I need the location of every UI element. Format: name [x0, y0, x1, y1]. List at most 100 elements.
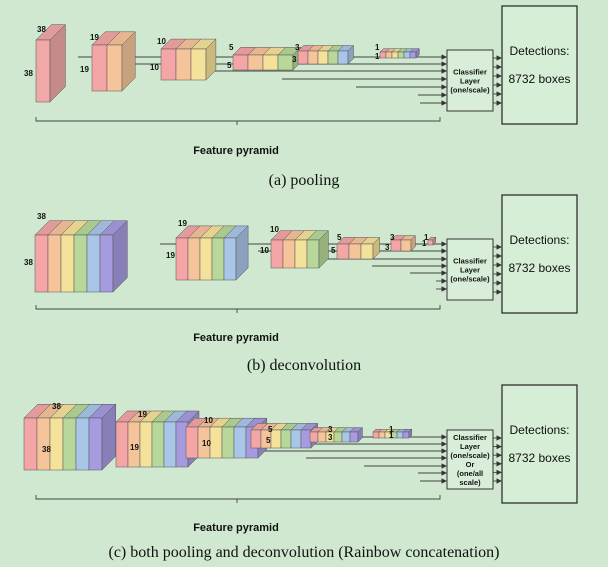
classifier-box	[446, 49, 494, 112]
feature-map-slice	[360, 243, 374, 260]
feature-map-slice	[115, 421, 129, 468]
classifier-label: (one/all	[457, 469, 483, 478]
feature-map-slice	[139, 421, 153, 468]
height-label: 19	[80, 65, 89, 74]
feature-map-slice	[233, 426, 247, 459]
feature-map-side	[347, 44, 354, 65]
feature-map-slice	[232, 54, 249, 71]
height-label: 1	[389, 431, 394, 440]
detections-title: Detections:	[509, 233, 569, 247]
feature-map-slice	[317, 431, 327, 443]
panel-0: 383819191010553311ClassifierLayer(one/sc…	[24, 5, 578, 157]
feature-map-slice	[396, 431, 404, 439]
feature-map-slice	[49, 417, 64, 471]
height-label: 19	[166, 251, 175, 260]
feature-map-slice	[151, 421, 165, 468]
feature-map-slice	[403, 51, 411, 59]
feature-map-1: 11	[372, 425, 413, 440]
feature-map-slice	[175, 237, 189, 281]
width-label: 38	[52, 402, 61, 411]
feature-map-slice	[247, 54, 264, 71]
feature-map-slice	[99, 234, 114, 293]
feature-map-slice	[36, 417, 51, 471]
feature-map-slice	[280, 429, 292, 449]
width-label: 19	[178, 219, 187, 228]
feature-map-slice	[397, 51, 405, 59]
feature-map-3: 33	[292, 43, 355, 65]
pyramid-bracket	[35, 117, 441, 125]
feature-map-side	[408, 428, 412, 439]
height-label: 10	[150, 63, 159, 72]
feature-map-slice	[209, 426, 223, 459]
feature-map-slice	[379, 51, 387, 59]
feature-map-slice	[378, 431, 386, 439]
height-label: 38	[42, 445, 51, 454]
feature-map-slice	[262, 54, 279, 71]
classifier-label: Or	[466, 460, 475, 469]
detections-count: 8732 boxes	[508, 451, 570, 465]
height-label: 38	[24, 69, 33, 78]
detections-title: Detections:	[509, 44, 569, 58]
feature-map-slice	[349, 431, 359, 443]
feature-map-slice	[34, 234, 49, 293]
feature-map-slice	[294, 239, 308, 269]
height-label: 19	[130, 443, 139, 452]
feature-map-3: 33	[309, 425, 364, 443]
feature-map-side	[235, 225, 249, 281]
feature-map-slice	[306, 239, 320, 269]
detections-title: Detections:	[509, 423, 569, 437]
height-label: 5	[266, 436, 271, 445]
feature-map-slice	[300, 429, 312, 449]
width-label: 5	[268, 425, 273, 434]
detections-box	[501, 194, 578, 314]
height-label: 38	[24, 258, 33, 267]
panel-1: 383819191010553311ClassifierLayer(one/sc…	[24, 194, 578, 344]
height-label: 1	[422, 239, 427, 248]
feature-map-slice	[250, 429, 262, 449]
feature-map-side	[372, 236, 380, 260]
feature-map-slice	[277, 54, 294, 71]
feature-map-slice	[47, 234, 62, 293]
feature-map-slice	[341, 431, 351, 443]
width-label: 10	[157, 37, 166, 46]
classifier-label: Classifier	[453, 257, 487, 266]
width-label: 5	[229, 43, 234, 52]
feature-map-side	[432, 236, 436, 246]
feature-map-slice	[307, 50, 319, 65]
classifier-label: Classifier	[453, 433, 487, 442]
width-label: 3	[328, 425, 333, 434]
caption-pooling: (a) pooling	[268, 172, 340, 189]
feature-map-slice	[73, 234, 88, 293]
caption-deconvolution: (b) deconvolution	[246, 357, 362, 374]
width-label: 3	[295, 43, 300, 52]
classifier-label: Layer	[460, 266, 480, 275]
feature-map-5: 55	[227, 43, 302, 71]
feature-map-slice	[282, 239, 296, 269]
feature-map-10: 10 10	[150, 37, 217, 81]
classifier-box	[446, 238, 494, 301]
classifier-label: (one/scale)	[450, 86, 490, 95]
feature-pyramid-label: Feature pyramid	[193, 145, 279, 157]
height-label: 5	[331, 246, 336, 255]
feature-map-slice	[317, 50, 329, 65]
feature-map-slice	[402, 431, 410, 439]
feature-map-slice	[106, 44, 123, 92]
feature-map-slice	[372, 431, 380, 439]
height-label: 10	[260, 246, 269, 255]
height-label: 3	[292, 55, 297, 64]
feature-map-side	[357, 426, 363, 443]
feature-map-slice	[270, 429, 282, 449]
height-label: 10	[202, 439, 211, 448]
classifier-label: (one/scale)	[450, 275, 490, 284]
feature-map-side	[49, 23, 66, 103]
feature-map-slice	[160, 48, 177, 81]
width-label: 19	[138, 410, 147, 419]
width-label: 10	[204, 416, 213, 425]
feature-map-side	[112, 220, 128, 293]
feature-map-slice	[297, 50, 309, 65]
height-label: 5	[227, 61, 232, 70]
